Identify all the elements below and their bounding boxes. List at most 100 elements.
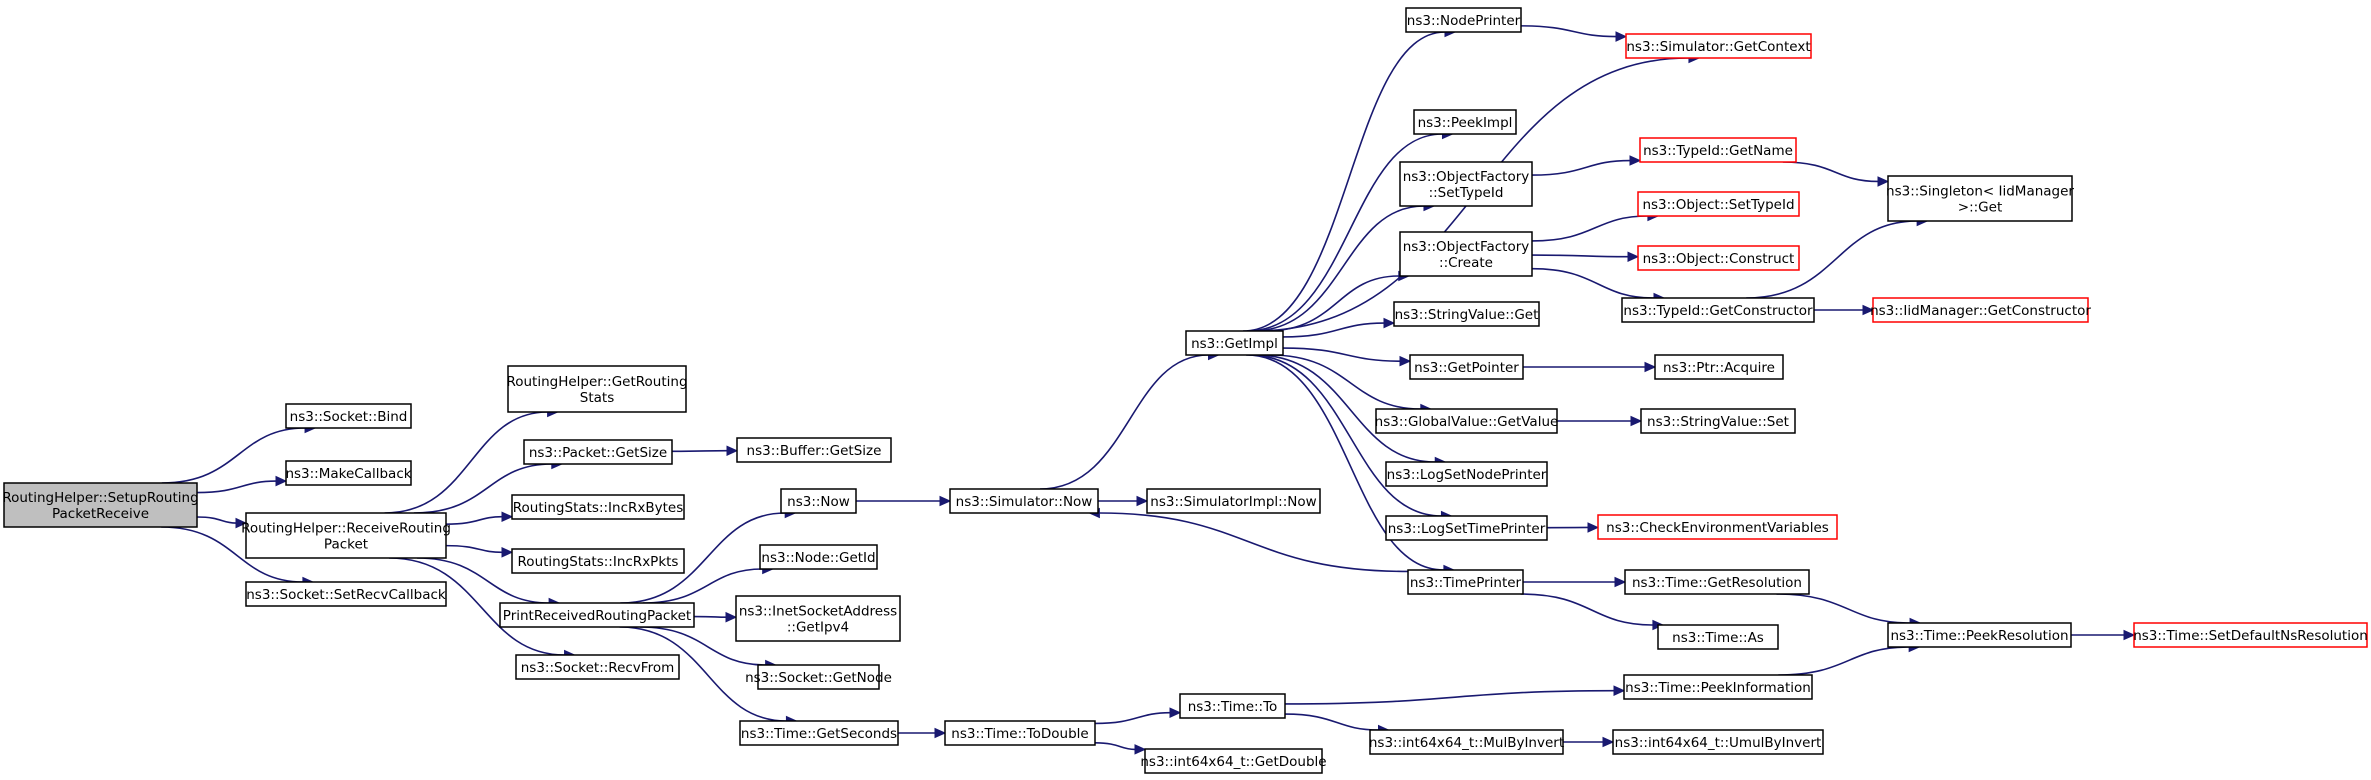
function-node[interactable]: ns3::Time::GetResolution (1624, 569, 1810, 595)
function-node[interactable]: ns3::PeekImpl (1413, 109, 1517, 135)
truncated-node-box[interactable] (1597, 514, 1838, 540)
function-node[interactable]: ns3::Buffer::GetSize (736, 437, 892, 463)
function-node[interactable]: ns3::CheckEnvironmentVariables (1597, 514, 1838, 540)
function-node[interactable]: ns3::Time::PeekResolution (1887, 622, 2072, 648)
function-node[interactable]: ns3::Simulator::GetContext (1625, 33, 1812, 59)
function-node[interactable]: ns3::IidManager::GetConstructor (1870, 297, 2091, 323)
node-box[interactable] (739, 720, 899, 746)
function-node[interactable]: ns3::Socket::SetRecvCallback (245, 581, 447, 607)
node-box[interactable] (1413, 109, 1517, 135)
function-node[interactable]: ns3::int64x64_t::UmulByInvert (1612, 729, 1824, 755)
function-node[interactable]: ns3::Socket::Bind (285, 403, 412, 429)
node-box[interactable] (1399, 231, 1533, 277)
function-node[interactable]: ns3::MakeCallback (285, 460, 412, 486)
function-node[interactable]: ns3::int64x64_t::MulByInvert (1369, 729, 1564, 755)
node-box[interactable] (1623, 674, 1813, 700)
node-box[interactable] (735, 595, 901, 642)
node-box[interactable] (1144, 748, 1323, 774)
function-node[interactable]: ns3::SimulatorImpl::Now (1146, 488, 1321, 514)
node-box[interactable] (1409, 354, 1524, 380)
function-node[interactable]: ns3::Time::PeekInformation (1623, 674, 1813, 700)
function-node[interactable]: RoutingStats::IncRxBytes (511, 494, 685, 520)
node-box[interactable] (944, 720, 1096, 746)
node-box[interactable] (759, 544, 878, 570)
node-box[interactable] (1640, 408, 1796, 434)
function-node[interactable]: ns3::LogSetNodePrinter (1385, 461, 1548, 487)
function-node[interactable]: ns3::Time::ToDouble (944, 720, 1096, 746)
truncated-node-box[interactable] (1637, 191, 1800, 217)
function-node[interactable]: ns3::Simulator::Now (949, 488, 1099, 514)
function-node[interactable]: ns3::Time::To (1179, 693, 1286, 719)
node-box[interactable] (1385, 515, 1548, 541)
node-box[interactable] (1654, 354, 1784, 380)
node-box[interactable] (1624, 569, 1810, 595)
function-node[interactable]: ns3::Socket::RecvFrom (515, 654, 680, 680)
truncated-node-box[interactable] (2133, 622, 2368, 648)
node-box[interactable] (1407, 569, 1524, 595)
function-node[interactable]: ns3::Ptr::Acquire (1654, 354, 1784, 380)
function-node[interactable]: ns3::Packet::GetSize (523, 439, 673, 465)
node-box[interactable] (499, 602, 695, 628)
node-box[interactable] (1179, 693, 1286, 719)
truncated-node-box[interactable] (1639, 137, 1797, 163)
function-node[interactable]: ns3::Socket::GetNode (745, 664, 892, 690)
function-node[interactable]: ns3::Singleton< IidManager>::Get (1886, 175, 2074, 222)
node-box[interactable] (245, 581, 447, 607)
function-node[interactable]: ns3::StringValue::Get (1393, 301, 1540, 327)
node-box[interactable] (507, 365, 687, 413)
function-node[interactable]: ns3::GetPointer (1409, 354, 1524, 380)
node-box[interactable] (1612, 729, 1824, 755)
node-box[interactable] (1887, 175, 2073, 222)
function-node[interactable]: ns3::GlobalValue::GetValue (1375, 408, 1559, 434)
function-node[interactable]: ns3::NodePrinter (1405, 7, 1522, 33)
function-node[interactable]: ns3::TypeId::GetConstructor (1621, 297, 1815, 323)
function-node[interactable]: ns3::ObjectFactory::Create (1399, 231, 1533, 277)
function-node[interactable]: ns3::Time::As (1657, 624, 1779, 650)
function-node[interactable]: ns3::InetSocketAddress::GetIpv4 (735, 595, 901, 642)
function-node[interactable]: ns3::Time::SetDefaultNsResolution (2133, 622, 2368, 648)
node-box[interactable] (1375, 408, 1558, 434)
function-node[interactable]: ns3::GetImpl (1185, 330, 1284, 356)
node-box[interactable] (1146, 488, 1321, 514)
node-box[interactable] (511, 548, 685, 574)
node-box[interactable] (736, 437, 892, 463)
function-node[interactable]: ns3::TimePrinter (1407, 569, 1524, 595)
function-node[interactable]: PrintReceivedRoutingPacket (499, 602, 695, 628)
node-box[interactable] (245, 512, 447, 559)
truncated-node-box[interactable] (1872, 297, 2089, 323)
node-box[interactable] (285, 460, 412, 486)
node-box[interactable] (780, 488, 857, 514)
node-box[interactable] (1657, 624, 1779, 650)
node-box[interactable] (1393, 301, 1540, 327)
node-box[interactable] (1185, 330, 1284, 356)
truncated-node-box[interactable] (1625, 33, 1812, 59)
node-box[interactable] (1621, 297, 1815, 323)
node-box[interactable] (515, 654, 680, 680)
node-box[interactable] (1405, 7, 1522, 33)
function-node[interactable]: ns3::int64x64_t::GetDouble (1140, 748, 1327, 774)
node-box[interactable] (1399, 161, 1533, 207)
function-node[interactable]: ns3::Node::GetId (759, 544, 878, 570)
node-box[interactable] (523, 439, 673, 465)
truncated-node-box[interactable] (1637, 245, 1800, 271)
node-box[interactable] (1369, 729, 1564, 755)
function-node[interactable]: ns3::Object::Construct (1637, 245, 1800, 271)
node-box[interactable] (1385, 461, 1548, 487)
function-node[interactable]: ns3::Object::SetTypeId (1637, 191, 1800, 217)
function-node[interactable]: ns3::ObjectFactory::SetTypeId (1399, 161, 1533, 207)
function-node[interactable]: ns3::LogSetTimePrinter (1385, 515, 1548, 541)
function-node[interactable]: ns3::Now (780, 488, 857, 514)
function-node[interactable]: ns3::Time::GetSeconds (739, 720, 899, 746)
node-box[interactable] (949, 488, 1099, 514)
function-node[interactable]: RoutingStats::IncRxPkts (511, 548, 685, 574)
node-box[interactable] (757, 664, 880, 690)
node-box[interactable] (1887, 622, 2072, 648)
root-node-box[interactable] (3, 482, 198, 528)
function-node[interactable]: ns3::StringValue::Set (1640, 408, 1796, 434)
node-box[interactable] (511, 494, 685, 520)
node-box[interactable] (285, 403, 412, 429)
function-node[interactable]: ns3::TypeId::GetName (1639, 137, 1797, 163)
